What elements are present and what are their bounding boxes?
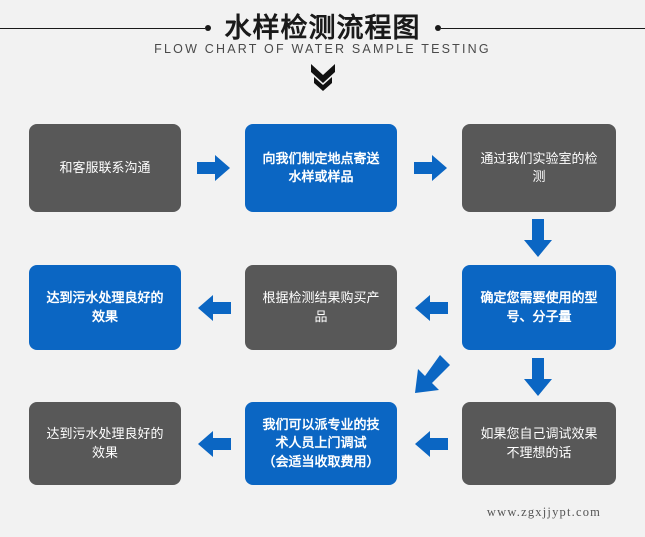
arrow-down-icon [521, 358, 555, 398]
title-rule-right [440, 27, 645, 29]
watermark-url: www.zgxjjypt.com [486, 505, 602, 519]
arrow-left-icon [414, 292, 448, 324]
title-row: 水样检测流程图 [0, 8, 645, 48]
arrow-down-icon [521, 219, 555, 259]
node-line: 达到污水处理良好的 [46, 290, 164, 306]
node-line: 水样或样品 [288, 169, 354, 184]
chart-header: 水样检测流程图 FLOW CHART OF WATER SAMPLE TESTI… [0, 0, 645, 100]
double-chevron-down-icon [0, 63, 645, 93]
flow-node-good-treatment-result-2[interactable]: 达到污水处理良好的 效果 [29, 402, 181, 485]
flow-node-send-sample[interactable]: 向我们制定地点寄送 水样或样品 [245, 124, 397, 212]
page-subtitle: FLOW CHART OF WATER SAMPLE TESTING [154, 42, 491, 56]
flow-node-unsatisfactory-result[interactable]: 如果您自己调试效果 不理想的话 [462, 402, 616, 485]
node-line: 通过我们实验室的检 [480, 150, 598, 166]
arrow-left-icon [197, 428, 231, 460]
flow-node-onsite-technician[interactable]: 我们可以派专业的技 术人员上门调试 （会适当收取费用） [245, 402, 397, 485]
node-line: 效果 [91, 444, 118, 460]
node-line: 号、分子量 [506, 308, 572, 324]
node-line: 品 [314, 308, 328, 324]
node-line: 向我们制定地点寄送 [262, 150, 380, 166]
node-line: 达到污水处理良好的 [46, 426, 164, 442]
node-line: 效果 [91, 308, 118, 324]
node-line: 根据检测结果购买产 [262, 290, 380, 306]
flow-node-contact-support[interactable]: 和客服联系沟通 [29, 124, 181, 212]
arrow-left-icon [414, 428, 448, 460]
title-dot-left [204, 25, 211, 31]
title-rule-left [0, 27, 205, 29]
node-line: 确定您需要使用的型 [480, 290, 598, 306]
arrow-right-icon [197, 152, 231, 184]
node-line: 术人员上门调试 [275, 435, 367, 451]
arrow-right-icon [414, 152, 448, 184]
arrow-left-icon [197, 292, 231, 324]
flow-node-good-treatment-result-1[interactable]: 达到污水处理良好的 效果 [29, 265, 181, 350]
node-line: 如果您自己调试效果 [480, 426, 598, 442]
node-line: 和客服联系沟通 [59, 159, 151, 175]
page-title: 水样检测流程图 [224, 12, 421, 43]
node-line: 不理想的话 [506, 444, 572, 460]
node-line: （会适当收取费用） [262, 453, 380, 469]
node-line: 我们可以派专业的技 [262, 416, 380, 432]
flow-node-purchase-product[interactable]: 根据检测结果购买产 品 [245, 265, 397, 350]
flow-node-determine-model[interactable]: 确定您需要使用的型 号、分子量 [462, 265, 616, 350]
node-line: 测 [532, 169, 546, 184]
arrow-down-left-icon [406, 354, 451, 396]
title-dot-right [434, 25, 441, 31]
flow-node-lab-testing[interactable]: 通过我们实验室的检 测 [462, 124, 616, 212]
